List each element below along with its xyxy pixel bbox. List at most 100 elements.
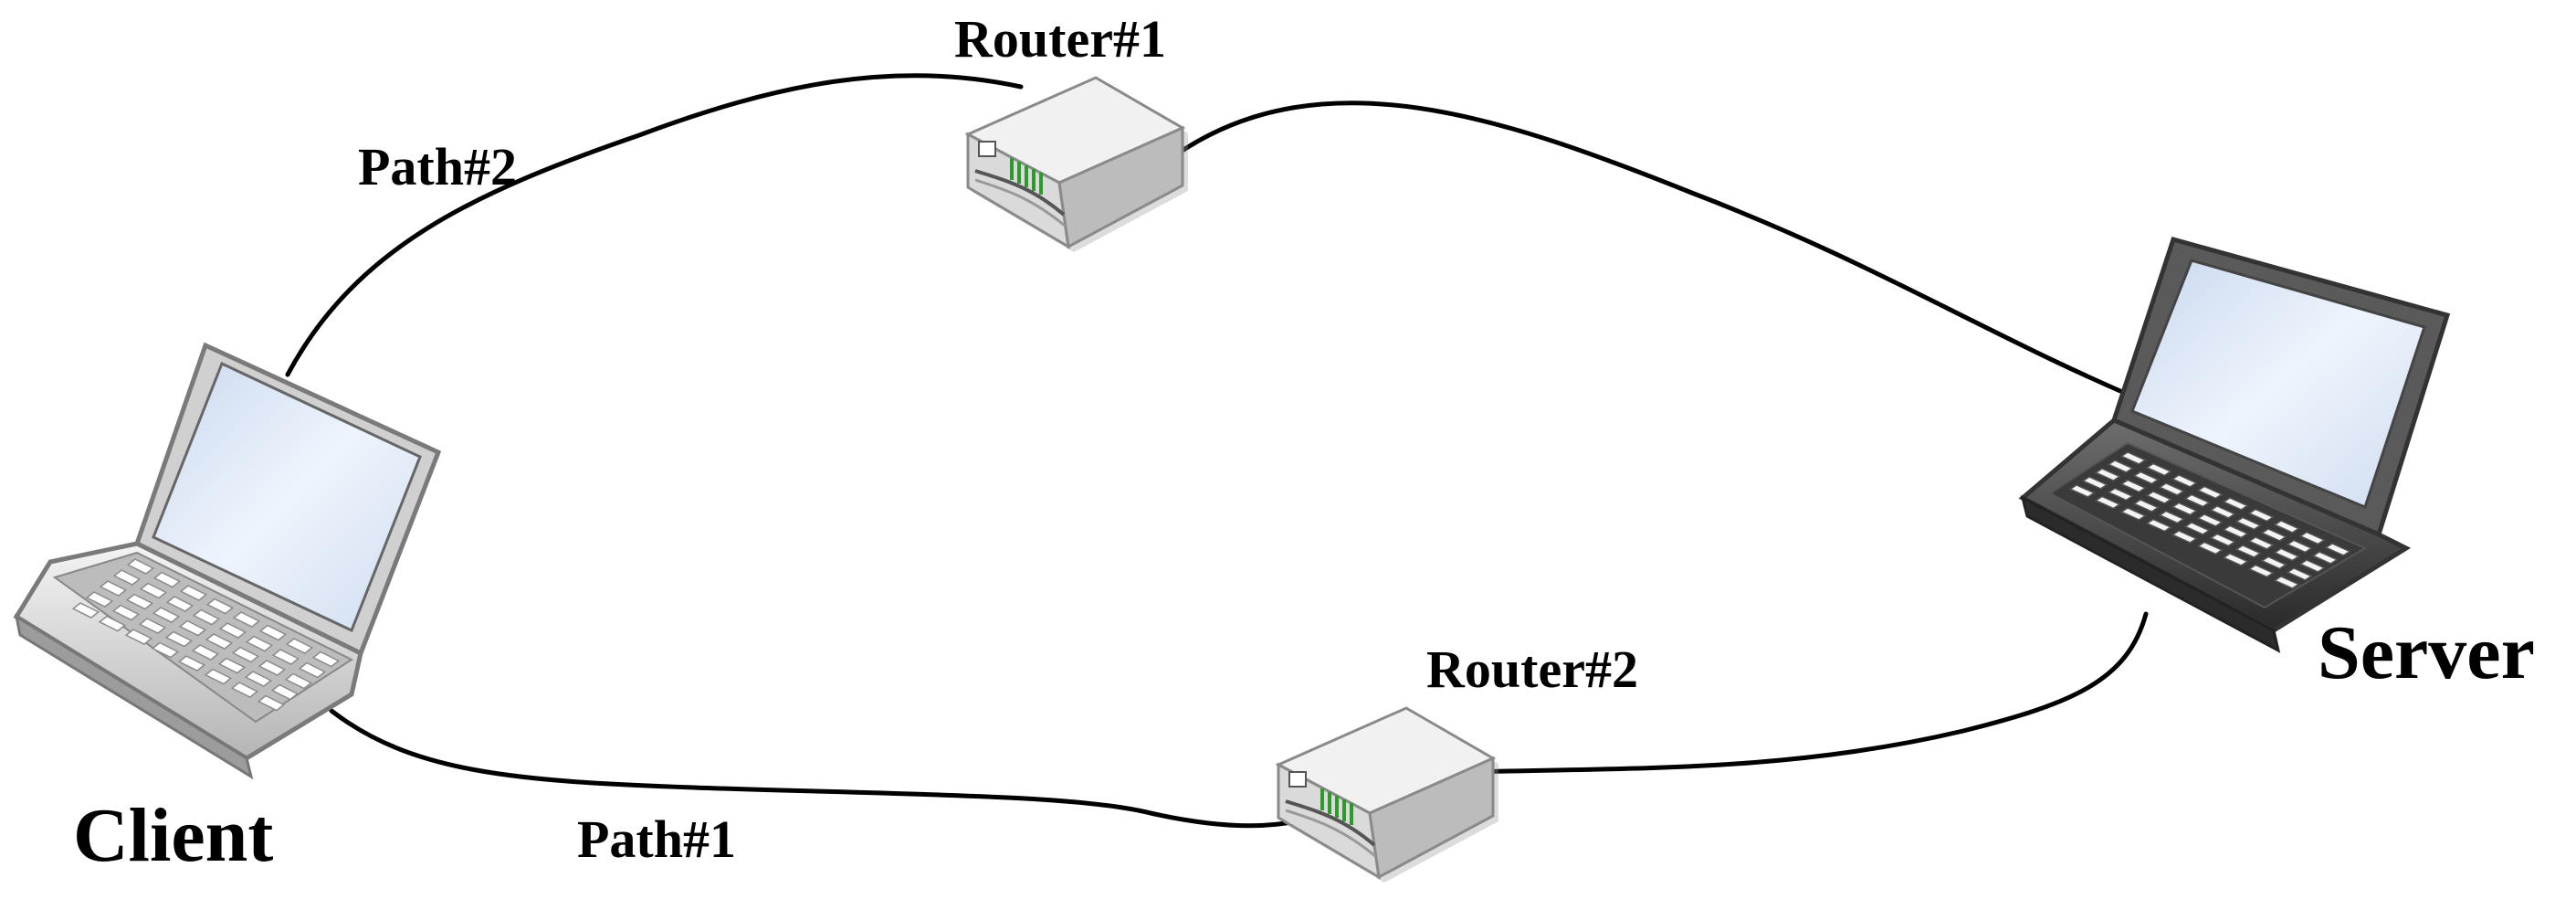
laptop-icon [2018,236,2451,653]
server-label: Server [2318,610,2535,695]
keyboard-key [85,591,114,608]
keyboard-key [2132,471,2160,485]
keyboard-key [271,649,300,665]
keyboard-key [2273,520,2300,534]
keyboard-key [2119,507,2147,521]
keyboard-key [205,598,235,615]
keyboard-key [2119,479,2147,493]
keyboard-key [2247,536,2275,550]
keyboard-key [2247,508,2275,523]
keyboard-key [124,629,153,645]
keyboard-key [2107,487,2134,502]
keyboard-key [2171,502,2198,516]
keyboard-key [126,558,155,575]
keyboard-key [2132,499,2160,513]
keyboard-key [2222,524,2249,539]
keyboard-key [2260,528,2287,542]
keyboard-key [2298,531,2326,545]
keyboard-key [2234,516,2262,531]
keyboard-key [2311,551,2339,565]
keyboard-key [125,593,154,610]
keyboard-key [2260,555,2287,570]
router-1[interactable] [964,76,1188,252]
keyboard-key [284,672,313,690]
router-1-label: Router#1 [954,9,1166,69]
keyboard-key [111,604,141,621]
client-label: Client [73,793,273,878]
keyboard-key [2068,484,2096,498]
keyboard-key [2273,547,2300,562]
keyboard-key [2171,474,2198,488]
keyboard-key [258,660,287,676]
keyboard-key [2107,460,2134,473]
path2-segment-client-router1 [285,73,1024,377]
keyboard-key [258,624,288,641]
keyboard-key [152,607,181,623]
keyboard-key [2222,497,2249,511]
router-2-label: Router#2 [1426,640,1638,699]
keyboard-key [179,585,208,601]
keyboard-key [2158,482,2185,496]
keyboard-key [285,638,314,654]
keyboard-key [192,608,221,626]
keyboard-key [112,569,142,586]
keyboard-key [151,641,180,659]
keyboard-key [2119,451,2147,465]
keyboard-key [191,644,220,661]
keyboard-key [298,661,327,679]
keyboard-key [139,582,168,599]
keyboard-key [2209,533,2236,547]
keyboard-key [2145,491,2172,504]
keyboard-key [2324,543,2351,556]
router-2[interactable] [1275,706,1498,883]
keyboard-key [311,650,341,668]
keyboard-key [232,611,261,628]
keyboard-key [231,646,260,663]
keyboard-key [2196,485,2224,500]
keyboard-key [2171,530,2198,544]
keyboard-key [2081,476,2108,490]
client-laptop[interactable] [13,342,442,780]
keyboard-key [2222,553,2249,566]
keyboard-key [245,635,274,652]
keyboard-key [217,657,247,674]
path2-segment-router1-server [1175,100,2160,409]
keyboard-key [2094,468,2121,481]
keyboard-key [152,571,182,588]
keyboard-key [257,694,286,712]
router-icon [964,76,1188,252]
path1-segment-router2-server [1467,611,2149,775]
keyboard-key [204,668,233,685]
keyboard-key [2183,493,2211,508]
path1-segment-client-router2 [329,708,1316,829]
keyboard-key [244,671,273,687]
keyboard-key [2273,576,2300,589]
keyboard-key [2094,495,2121,510]
keyboard-key [2145,518,2172,533]
keyboard-key [164,630,194,648]
keyboard-key [2234,545,2262,558]
keyboard-key [98,615,127,632]
keyboard-key [218,622,247,639]
keyboard-key [2247,564,2275,578]
path-1-label: Path#1 [577,809,736,869]
keyboard-key [2196,541,2224,555]
keyboard-key [99,580,128,597]
keyboard-key [2158,510,2185,524]
keyboard-key [2286,567,2313,581]
keyboard-key [178,619,207,637]
router-icon [1275,706,1498,883]
keyboard-key [2286,539,2313,554]
laptop-icon [13,342,442,780]
keyboard-key [2145,462,2172,477]
keyboard-key [71,602,100,619]
keyboard-key [2209,505,2236,519]
keyboard-key [165,596,195,612]
server-laptop[interactable] [2018,236,2451,653]
keyboard-key [177,655,206,672]
keyboard-key [138,618,167,634]
keyboard-key [2183,522,2211,535]
keyboard-key [270,683,300,701]
keyboard-key [2196,513,2224,527]
